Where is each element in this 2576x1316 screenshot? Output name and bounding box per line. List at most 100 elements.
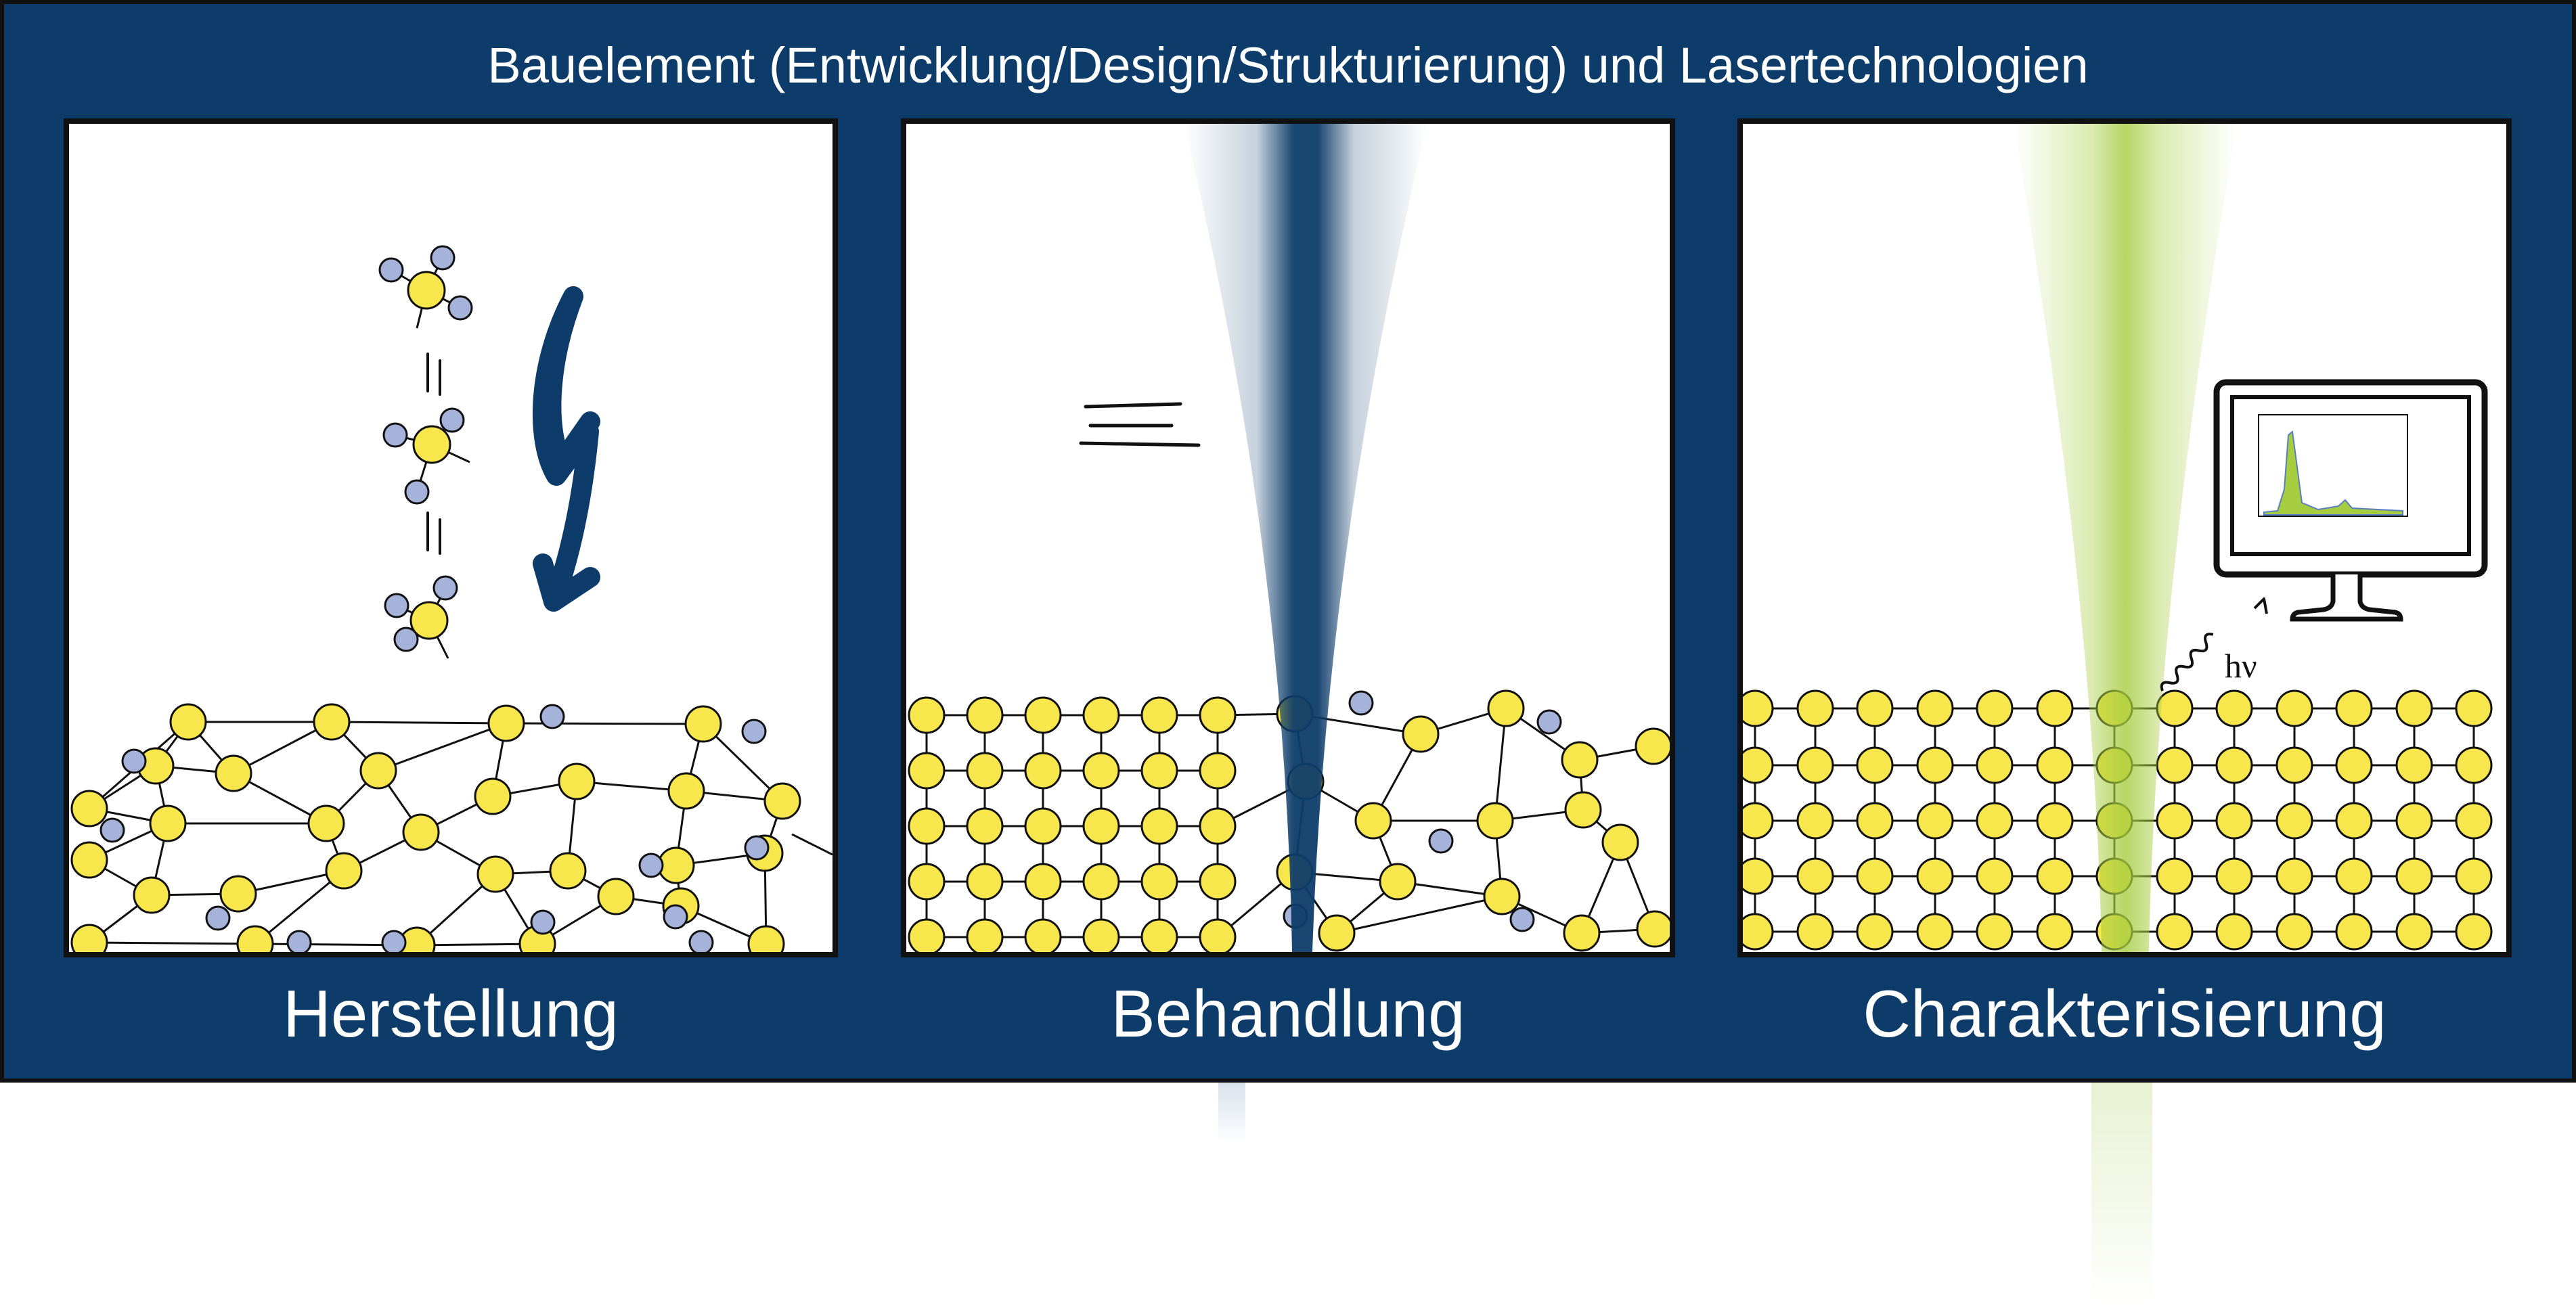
atom	[1796, 802, 1834, 840]
atom	[1563, 914, 1601, 952]
atom	[1601, 823, 1639, 861]
ligand	[430, 245, 456, 271]
amorphous-lattice	[70, 703, 832, 952]
atom	[2215, 746, 2253, 784]
atom	[966, 696, 1004, 734]
atom	[133, 876, 171, 914]
bond	[331, 721, 507, 725]
atom	[1976, 802, 2014, 840]
atom	[1354, 802, 1392, 840]
molecule-center	[409, 601, 449, 640]
atom	[325, 852, 363, 890]
bond	[89, 941, 256, 945]
atom	[684, 705, 722, 743]
behandlung-illustration	[908, 124, 1670, 952]
photon-label: hν	[2225, 647, 2257, 685]
atom	[2275, 689, 2313, 727]
atom	[1916, 689, 1954, 727]
atom	[313, 703, 351, 741]
ligand	[382, 422, 408, 448]
laser-beam-green	[2014, 124, 2237, 952]
atom	[2335, 857, 2373, 895]
ligand	[432, 575, 458, 601]
photon-emission-icon	[2160, 597, 2268, 691]
adatom	[744, 835, 770, 861]
atom	[1743, 746, 1774, 784]
bond	[416, 943, 538, 947]
atom	[2455, 802, 2493, 840]
beam-glow-blue	[1218, 1083, 1245, 1143]
bond	[791, 833, 832, 856]
atom	[307, 804, 345, 842]
atom	[2156, 746, 2194, 784]
atom	[763, 782, 801, 820]
atom	[215, 754, 252, 792]
atom	[1743, 802, 1774, 840]
beam-glow-green	[2091, 1083, 2152, 1306]
caption-charakterisierung: Charakterisierung	[1863, 976, 2386, 1051]
atom	[2395, 802, 2433, 840]
atom	[1743, 857, 1774, 895]
atom	[2335, 802, 2373, 840]
atom	[476, 855, 514, 893]
adatom	[741, 719, 767, 744]
atom	[1636, 910, 1670, 948]
adatom	[99, 817, 125, 843]
atom	[1082, 752, 1120, 790]
atom	[908, 807, 946, 845]
atom	[1082, 863, 1120, 901]
atom	[2275, 857, 2313, 895]
atom	[1796, 746, 1834, 784]
atom	[2395, 913, 2433, 951]
atom	[908, 863, 946, 901]
atom	[747, 925, 785, 952]
panel-charakterisierung: hν	[1737, 118, 2512, 957]
atom	[2455, 913, 2493, 951]
adatom	[1348, 690, 1374, 716]
atom	[70, 841, 108, 879]
atom	[966, 863, 1004, 901]
ligand	[404, 479, 430, 505]
atom	[1856, 913, 1894, 951]
laser-beam-blue	[1184, 124, 1427, 952]
atom	[1916, 746, 1954, 784]
molecule-center	[412, 425, 451, 464]
atom	[2455, 689, 2493, 727]
panel-herstellung	[64, 118, 838, 957]
atom	[1483, 878, 1521, 915]
atom	[2335, 689, 2373, 727]
ligand	[378, 257, 404, 283]
atom	[1487, 689, 1525, 727]
atom	[1796, 689, 1834, 727]
atom	[1976, 689, 2014, 727]
atom	[1796, 913, 1834, 951]
ligand	[393, 627, 419, 652]
atom	[1476, 802, 1514, 840]
atom	[402, 813, 440, 851]
adatom	[638, 853, 664, 878]
ligand	[447, 295, 473, 321]
atom	[908, 918, 946, 952]
atom	[219, 875, 257, 913]
atom	[2335, 913, 2373, 951]
atom	[1082, 807, 1120, 845]
atom	[1976, 913, 2014, 951]
atom	[2036, 913, 2074, 951]
energy-bolt-icon	[532, 286, 600, 612]
atom	[966, 807, 1004, 845]
atom	[1379, 863, 1417, 901]
atom	[2395, 689, 2433, 727]
atom	[1856, 857, 1894, 895]
atom	[657, 846, 695, 884]
atom	[2156, 913, 2194, 951]
crystalline-lattice	[1743, 689, 2493, 951]
atom	[70, 924, 108, 952]
atom	[966, 918, 1004, 952]
molecule-center	[407, 271, 446, 310]
atom	[487, 704, 525, 742]
atom	[1140, 918, 1178, 952]
panel-behandlung	[901, 118, 1675, 957]
adatom	[663, 904, 688, 930]
atom	[149, 804, 187, 842]
pulse-lines-icon	[1079, 402, 1201, 447]
